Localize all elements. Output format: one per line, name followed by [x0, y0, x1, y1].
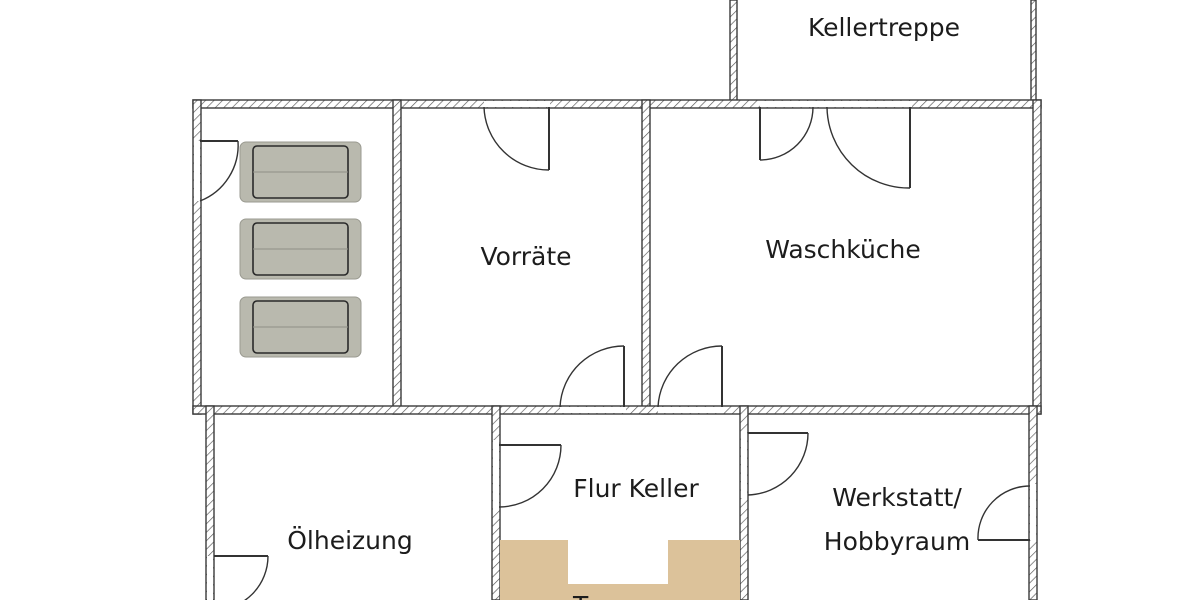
- wall-stair-right: [1030, 0, 1037, 102]
- door-arc: [559, 345, 625, 408]
- wall-vorraete-waschkueche: [641, 99, 651, 415]
- door-arc: [826, 106, 911, 189]
- stair-block: [500, 540, 740, 600]
- wall-tank-room-right: [392, 99, 402, 415]
- door-arc: [977, 485, 1031, 541]
- door-arc: [243, 555, 269, 600]
- room-label-treppe: T: [572, 591, 589, 600]
- door-arc: [199, 140, 239, 202]
- room-label-kellertreppe: Kellertreppe: [808, 13, 960, 42]
- door-arc: [498, 444, 562, 508]
- door-arc: [483, 106, 550, 171]
- door-arc: [759, 106, 814, 161]
- oil-tanks: [239, 141, 362, 358]
- room-label-vorraete: Vorräte: [480, 242, 571, 271]
- door-arc: [747, 432, 809, 496]
- room-label-oelheizung: Ölheizung: [287, 526, 412, 555]
- wall-waschkueche-right: [1032, 99, 1042, 415]
- room-label-hobbyraum: Hobbyraum: [824, 527, 970, 556]
- door-arc: [657, 345, 723, 408]
- wall-flur-right: [739, 405, 749, 600]
- wall-stair-left: [729, 0, 738, 102]
- room-label-werkstatt: Werkstatt/: [832, 483, 962, 512]
- wall-oelheizung-left: [205, 405, 215, 600]
- room-label-flur-keller: Flur Keller: [573, 474, 699, 503]
- wall-top: [192, 99, 1042, 109]
- room-label-waschkueche: Waschküche: [765, 235, 921, 264]
- room-labels: Kellertreppe Vorräte Waschküche Flur Kel…: [287, 13, 970, 600]
- doors: [194, 101, 1036, 600]
